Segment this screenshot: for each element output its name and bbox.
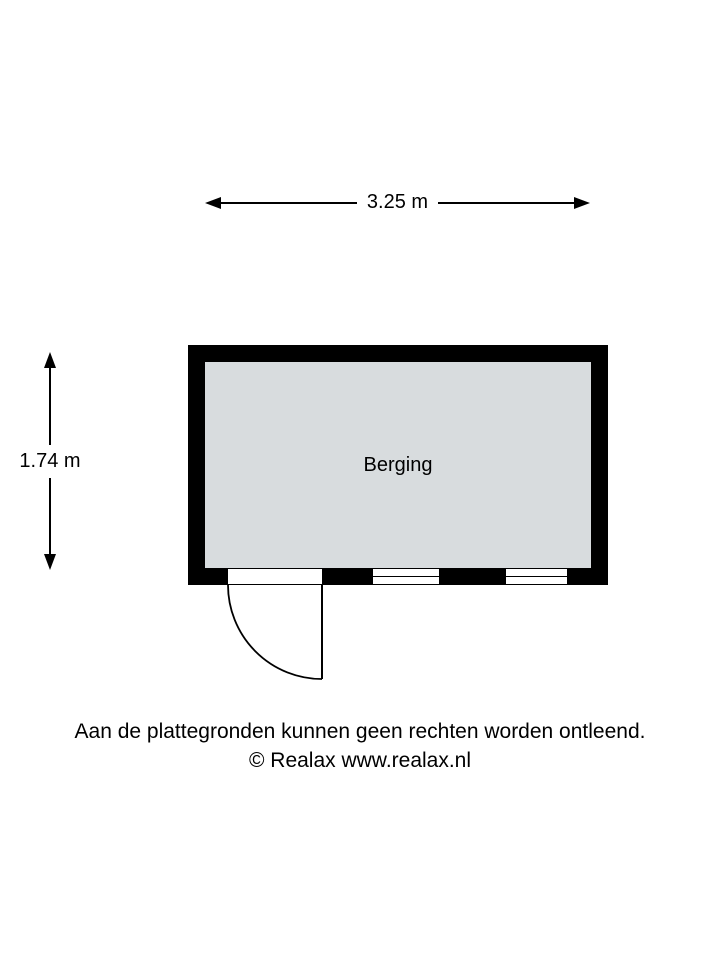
- window-glass-line: [506, 575, 567, 578]
- dimension-line: [438, 202, 574, 204]
- height-dimension-label: 1.74 m: [19, 449, 81, 472]
- door-opening: [228, 568, 322, 585]
- window: [372, 568, 440, 585]
- room-berging: Berging: [188, 345, 608, 585]
- width-dimension-label: 3.25 m: [366, 190, 429, 213]
- door-arc: [227, 585, 323, 680]
- arrowhead-right-icon: [574, 197, 590, 209]
- footer: Aan de plattegronden kunnen geen rechten…: [0, 717, 720, 775]
- room-label: Berging: [363, 453, 433, 476]
- window-glass-line: [373, 575, 439, 578]
- arrowhead-down-icon: [44, 554, 56, 570]
- door-swing-arc-icon: [227, 585, 323, 680]
- arrowhead-up-icon: [44, 352, 56, 368]
- dimension-line: [49, 368, 51, 445]
- copyright-text: © Realax www.realax.nl: [248, 749, 472, 772]
- height-dimension: 1.74 m: [10, 352, 90, 570]
- width-dimension: 3.25 m: [205, 190, 590, 216]
- dimension-line: [49, 477, 51, 554]
- arrowhead-left-icon: [205, 197, 221, 209]
- disclaimer-text: Aan de plattegronden kunnen geen rechten…: [74, 720, 646, 743]
- dimension-line: [221, 202, 357, 204]
- window: [505, 568, 568, 585]
- room-floor: Berging: [205, 362, 591, 568]
